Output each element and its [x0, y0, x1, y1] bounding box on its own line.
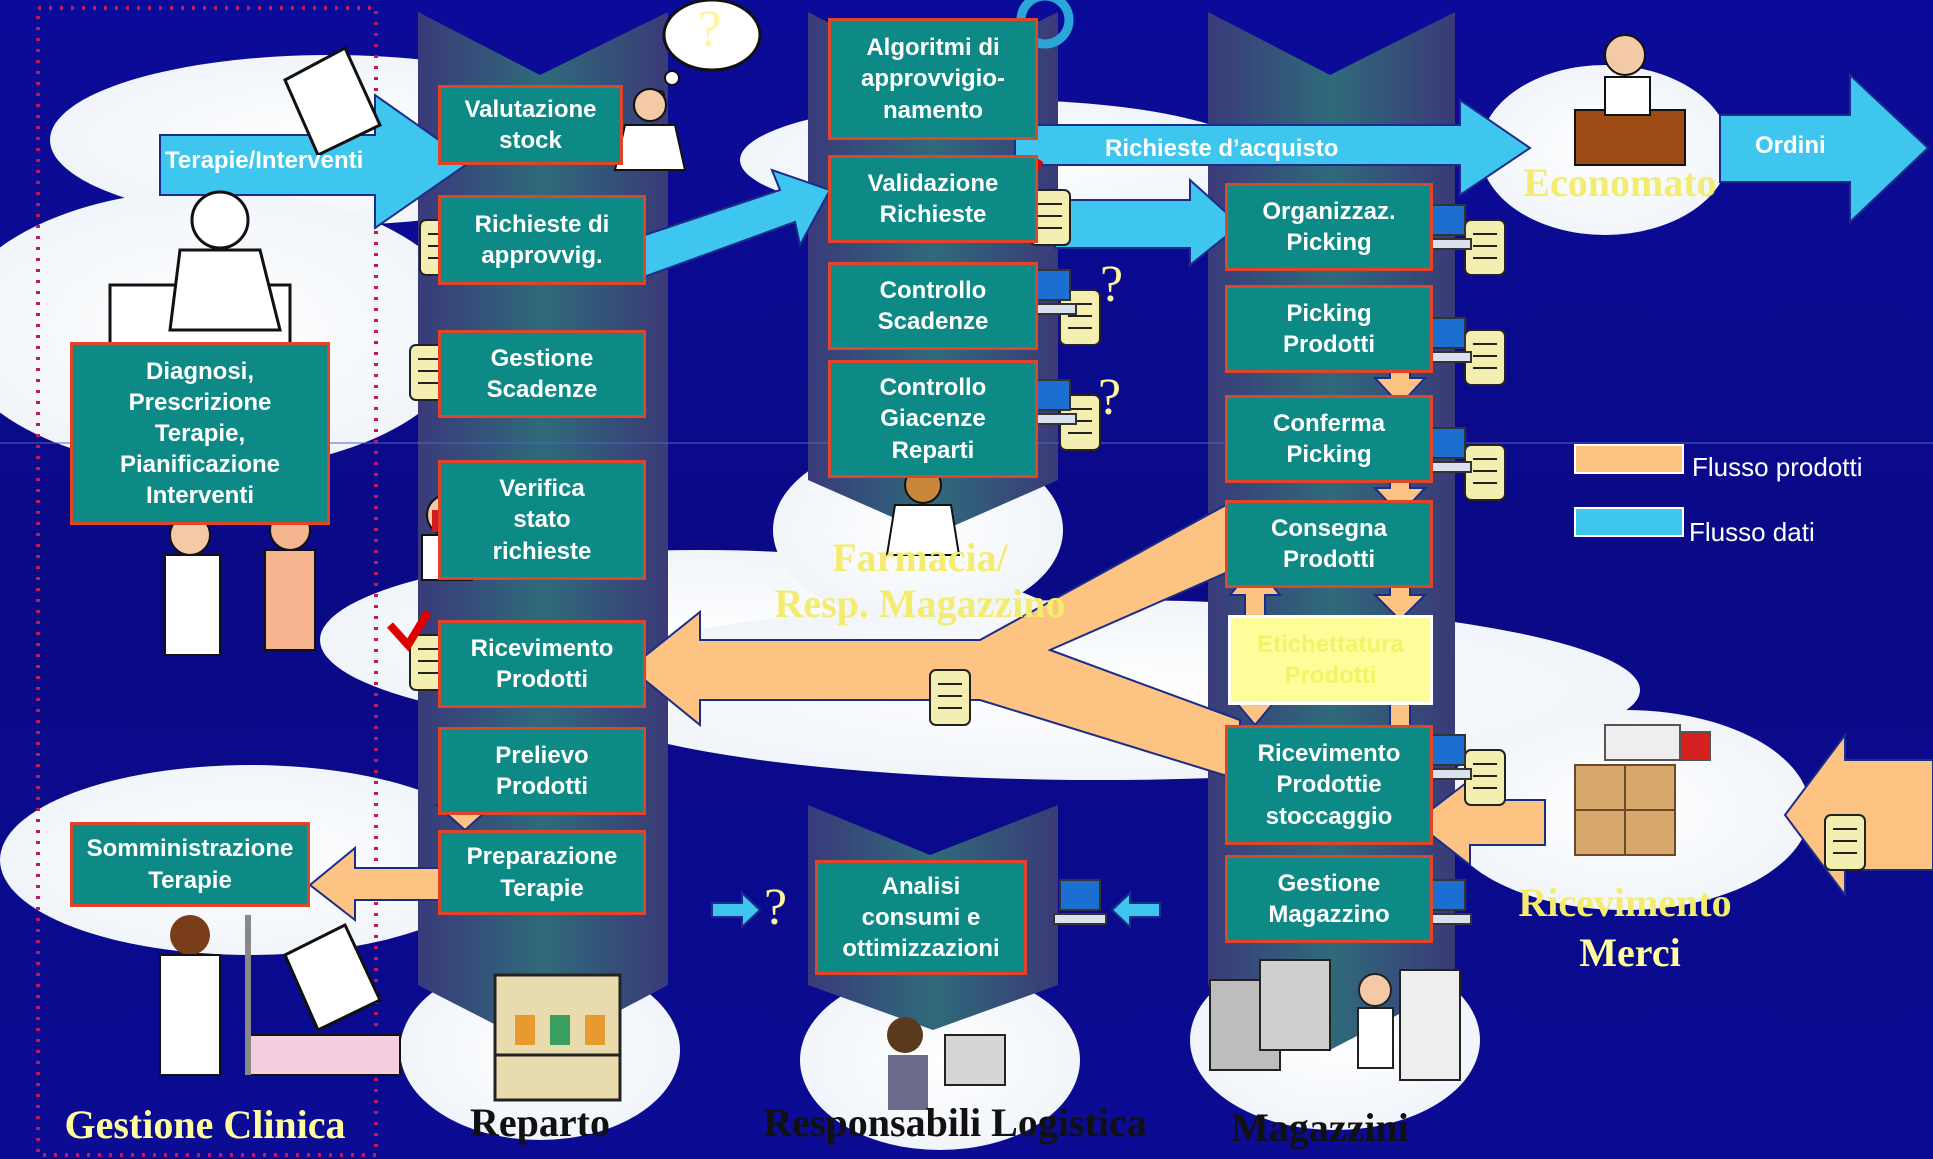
legend-label-dati: Flusso dati — [1689, 517, 1815, 547]
arrow-ordini — [1719, 72, 1930, 225]
warehouse-shelves-icon — [1209, 959, 1461, 1081]
box-gestione-magazzino: Gestione Magazzino — [1225, 855, 1433, 943]
box-verifica-stato: Verifica stato richieste — [438, 460, 646, 580]
arrow-validazione-picking — [1054, 177, 1242, 268]
arrow-richieste-acquisto — [1014, 98, 1532, 197]
arrow-label-richieste-acquisto: Richieste d’acquisto — [1105, 135, 1339, 162]
label-merci: Merci — [1579, 930, 1681, 975]
label-ricevimento: Ricevimento — [1518, 880, 1732, 925]
box-gestione-scadenze: Gestione Scadenze — [438, 330, 646, 418]
doctor-writing-icon — [108, 190, 292, 347]
box-picking-prodotti: Picking Prodotti — [1225, 285, 1433, 373]
box-controllo-scadenze: Controllo Scadenze — [828, 262, 1038, 350]
label-farmacia: Farmacia/ Resp. Magazzino — [774, 535, 1066, 626]
legend-swatch-prodotti — [1574, 444, 1684, 474]
label-magazzini: Magazzini — [1231, 1105, 1409, 1150]
question-mark-analisi: ? — [764, 879, 788, 936]
box-organizzaz-picking: Organizzaz. Picking — [1225, 183, 1433, 271]
person-computer-icon — [887, 1017, 1006, 1110]
box-etichettatura: Etichettatura Prodotti — [1228, 615, 1433, 705]
box-ricevimento-prodotti: Ricevimento Prodotti — [438, 620, 646, 708]
receptionist-phone-icon — [1574, 34, 1686, 166]
folder-icon — [283, 45, 382, 1033]
box-valutazione-stock: Valutazione stock — [438, 85, 623, 165]
question-mark-cloud: ? — [698, 1, 722, 58]
legend-label-prodotti: Flusso prodotti — [1692, 452, 1863, 482]
box-controllo-giacenze: Controllo Giacenze Reparti — [828, 360, 1038, 478]
arrow-label-ordini: Ordini — [1755, 132, 1826, 159]
box-preparazione-terapie: Preparazione Terapie — [438, 830, 646, 915]
lab-shelf-icon — [493, 973, 622, 1102]
box-algoritmi: Algoritmi di approvvigio- namento — [828, 18, 1038, 140]
nurse-infusion-icon — [159, 915, 401, 1076]
label-responsabili-logistica: Responsabili Logistica — [763, 1100, 1147, 1145]
label-reparto: Reparto — [470, 1100, 610, 1145]
arrow-small-right — [1110, 890, 1161, 930]
box-richieste-approvvig: Richieste di approvvig. — [438, 195, 646, 285]
truck-boxes-icon — [1574, 724, 1711, 856]
label-economato: Economato — [1523, 160, 1717, 205]
legend-swatch-dati — [1574, 507, 1684, 537]
box-validazione: Validazione Richieste — [828, 155, 1038, 243]
arrow-small-left — [711, 890, 762, 930]
box-analisi: Analisi consumi e ottimizzazioni — [815, 860, 1027, 975]
label-gestione-clinica: Gestione Clinica — [64, 1102, 346, 1147]
arrow-consegna-ricevimento — [628, 498, 1257, 782]
box-prelievo-prodotti: Prelievo Prodotti — [438, 727, 646, 815]
question-mark-scadenze: ? — [1100, 256, 1124, 313]
box-ricevimento-stoccaggio: Ricevimento Prodottie stoccaggio — [1225, 725, 1433, 845]
pharmacist-icon — [613, 88, 687, 171]
question-mark-giacenze: ? — [1098, 369, 1122, 426]
box-diagnosi: Diagnosi, Prescrizione Terapie, Pianific… — [70, 342, 330, 525]
box-consegna-prodotti: Consegna Prodotti — [1225, 500, 1433, 588]
arrow-label-terapie-interventi: Terapie/Interventi — [165, 147, 364, 174]
arrow-richieste-approvvig — [613, 168, 832, 284]
box-somministrazione: Somministrazione Terapie — [70, 822, 310, 907]
box-conferma-picking: Conferma Picking — [1225, 395, 1433, 483]
doctor-patient-icon — [164, 509, 316, 656]
data-flow-arrows — [159, 72, 1930, 930]
